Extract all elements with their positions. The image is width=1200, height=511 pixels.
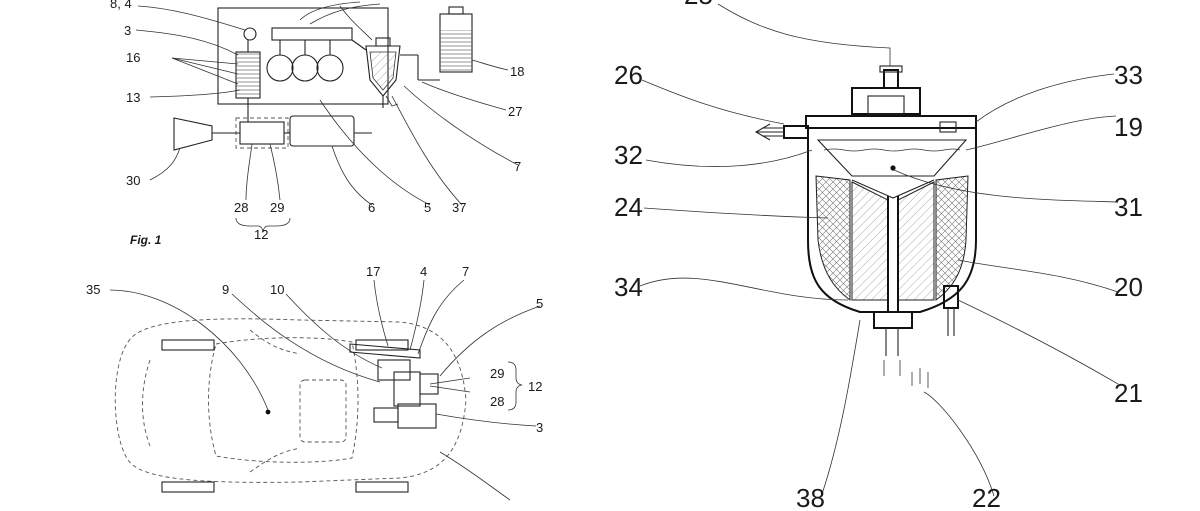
side-port-26 <box>783 125 809 139</box>
wheel-rear-right <box>161 481 215 493</box>
canister-37 <box>365 45 401 97</box>
filter-label-19: 19 <box>1114 112 1143 142</box>
turbo-unit-12-car <box>419 373 439 395</box>
car-label-12: 12 <box>528 379 542 394</box>
fig1-label-5: 5 <box>424 200 431 215</box>
fig1-label-27: 27 <box>508 104 522 119</box>
liquid-chamber-31 <box>816 139 968 177</box>
filter-label-22: 22 <box>972 483 1001 511</box>
drain-fitting-21 <box>943 285 959 309</box>
filter-label-34: 34 <box>614 272 643 302</box>
cylinder-1 <box>266 54 294 82</box>
car-label-35: 35 <box>86 282 100 297</box>
filter-label-31: 31 <box>1114 192 1143 222</box>
fig1-label-30: 30 <box>126 173 140 188</box>
fig1-label-29: 29 <box>270 200 284 215</box>
inner-element-20 <box>897 181 935 301</box>
car-label-17: 17 <box>366 264 380 279</box>
car-body-outline <box>114 318 467 483</box>
fig1-label-16: 16 <box>126 50 140 65</box>
fig1-label-7: 7 <box>514 159 521 174</box>
car-label-29: 29 <box>490 366 504 381</box>
wheel-rear-left <box>161 339 215 351</box>
engine-block-3 <box>397 403 437 429</box>
turbo-unit-12 <box>239 121 285 145</box>
cabin-point-35 <box>265 409 271 415</box>
fig-filter-cross-section: 25 26 32 24 34 38 22 33 19 31 20 21 <box>614 0 1143 511</box>
car-label-3: 3 <box>536 420 543 435</box>
fig1-label-13: 13 <box>126 90 140 105</box>
cylinder-2 <box>291 54 319 82</box>
fig1-label-37: 37 <box>452 200 466 215</box>
fuel-line-17 <box>349 343 421 359</box>
car-cabin-outline <box>208 337 359 463</box>
filter-label-33: 33 <box>1114 60 1143 90</box>
fig1-label-12: 12 <box>254 227 268 242</box>
fig1-engine-schematic: 8, 4 3 16 13 30 28 29 12 6 5 37 7 27 18 … <box>110 0 524 247</box>
filter-media-24 <box>815 175 851 301</box>
car-label-7: 7 <box>462 264 469 279</box>
car-label-28: 28 <box>490 394 504 409</box>
filter-label-21: 21 <box>1114 378 1143 408</box>
intake-manifold <box>271 27 353 41</box>
heat-exchanger-16 <box>235 51 261 99</box>
filter-label-32: 32 <box>614 140 643 170</box>
wheel-front-right <box>355 481 409 493</box>
filter-label-38: 38 <box>796 483 825 511</box>
car-label-5: 5 <box>536 296 543 311</box>
car-label-9: 9 <box>222 282 229 297</box>
fig1-label-18: 18 <box>510 64 524 79</box>
cap-housing <box>851 87 921 115</box>
sunroof <box>299 379 347 443</box>
car-label-10: 10 <box>270 282 284 297</box>
bottom-outlet-38 <box>873 311 913 329</box>
filter-label-26: 26 <box>614 60 643 90</box>
compressor-30 <box>173 117 213 151</box>
cylinder-3 <box>316 54 344 82</box>
engine-component-3a <box>373 407 399 423</box>
fig-car-top-view: 35 9 10 17 4 7 5 29 28 12 3 <box>86 264 543 501</box>
car-label-4: 4 <box>420 264 427 279</box>
engine-component-4 <box>393 371 421 407</box>
inlet-fitting-25 <box>883 69 899 89</box>
fig1-label-28: 28 <box>234 200 248 215</box>
fig1-label-8-4: 8, 4 <box>110 0 132 11</box>
fig1-label-3: 3 <box>124 23 131 38</box>
fig1-label-6: 6 <box>368 200 375 215</box>
sensor-8-4 <box>243 27 257 41</box>
filter-label-24: 24 <box>614 192 643 222</box>
filter-label-25: 25 <box>684 0 713 10</box>
fig1-caption: Fig. 1 <box>130 233 162 247</box>
catalytic-converter-6 <box>289 115 355 147</box>
filter-label-20: 20 <box>1114 272 1143 302</box>
inner-element-left <box>851 181 889 301</box>
filter-media-24b <box>935 175 969 301</box>
